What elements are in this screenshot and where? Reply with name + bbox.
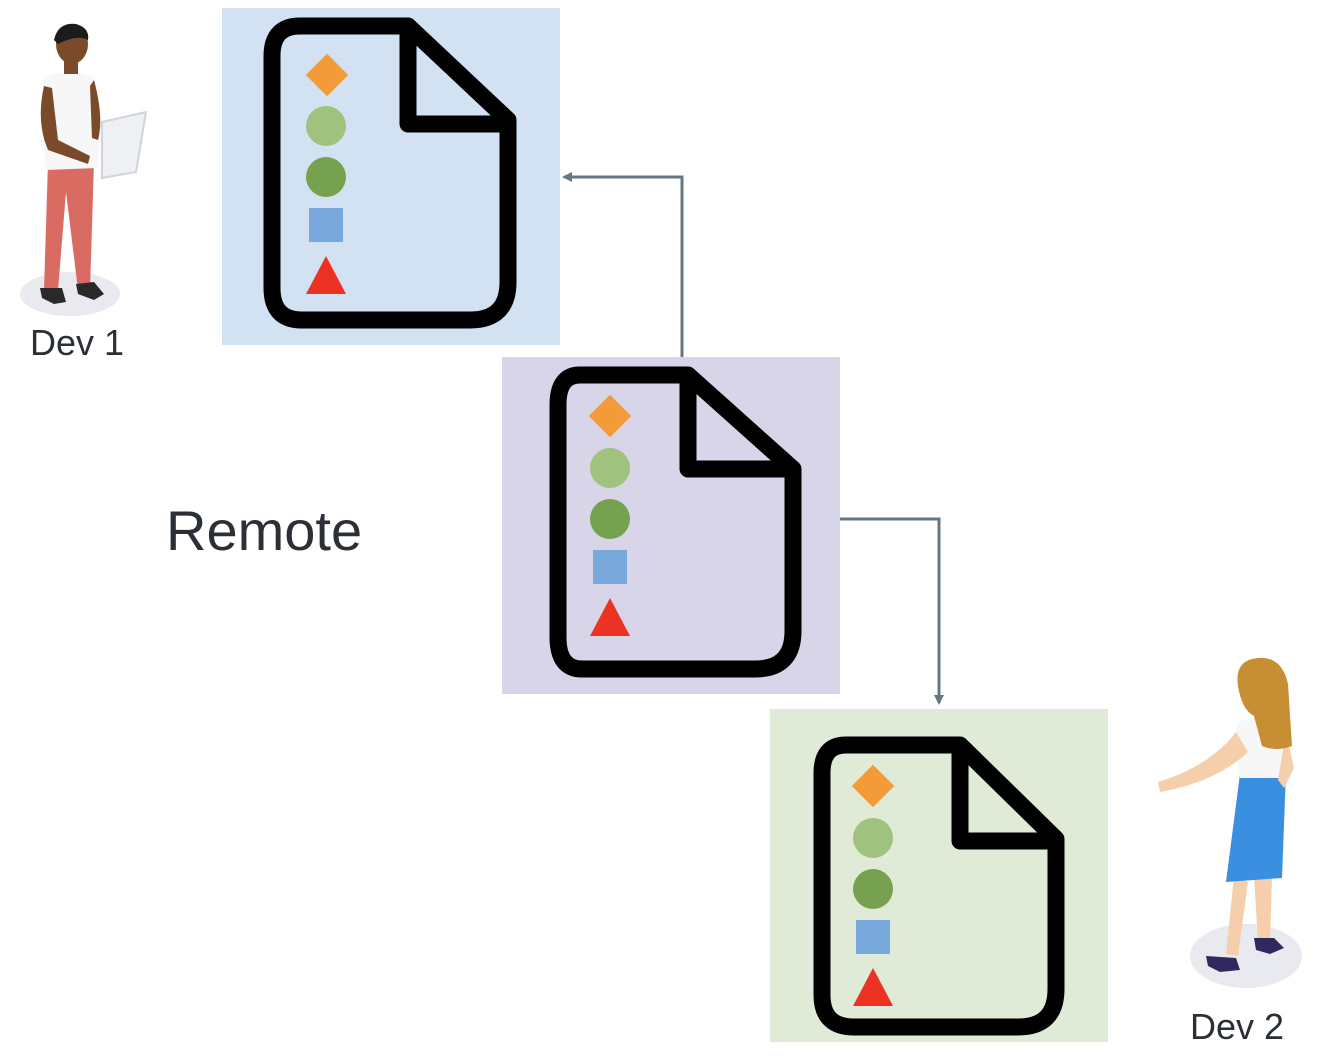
diamond-shape bbox=[851, 764, 895, 808]
light-green-circle bbox=[853, 818, 893, 858]
light-green-circle bbox=[306, 106, 346, 146]
blue-square bbox=[593, 550, 627, 584]
document-icon bbox=[813, 736, 1065, 1036]
remote-label: Remote bbox=[166, 499, 363, 562]
diamond-shape bbox=[588, 394, 632, 438]
dev1-document-panel bbox=[222, 8, 560, 345]
blue-square bbox=[856, 920, 890, 954]
red-triangle bbox=[306, 256, 346, 294]
dev1-label: Dev 1 bbox=[30, 322, 125, 363]
person-with-laptop-icon bbox=[20, 23, 148, 316]
dev2-label: Dev 2 bbox=[1190, 1006, 1285, 1047]
remote-document-panel bbox=[502, 357, 840, 694]
diamond-shape bbox=[305, 53, 349, 97]
red-triangle bbox=[590, 598, 630, 636]
arrow-remote-to-dev2 bbox=[830, 517, 944, 705]
red-triangle bbox=[853, 968, 893, 1006]
dark-green-circle bbox=[590, 499, 630, 539]
dev2-document-panel bbox=[770, 709, 1108, 1042]
light-green-circle bbox=[590, 448, 630, 488]
dark-green-circle bbox=[306, 157, 346, 197]
arrow-remote-to-dev1 bbox=[562, 172, 684, 370]
dark-green-circle bbox=[853, 869, 893, 909]
document-icon bbox=[549, 366, 802, 678]
document-icon bbox=[263, 17, 517, 329]
person-walking-icon bbox=[1158, 657, 1302, 988]
blue-square bbox=[309, 208, 343, 242]
